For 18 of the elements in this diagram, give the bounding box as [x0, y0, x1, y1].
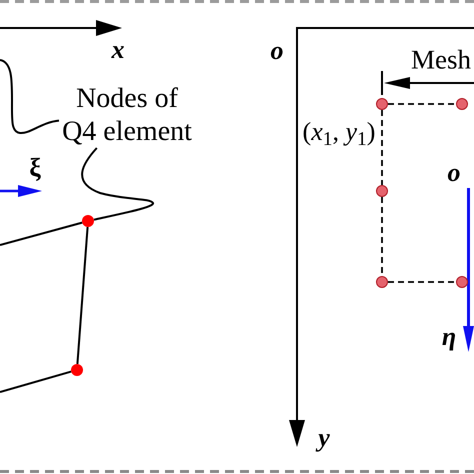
dimension-label: Mesh [411, 46, 471, 74]
dashed-mesh-line [381, 110, 383, 185]
callout-text: Nodes of Q4 element [59, 82, 195, 148]
element-edge-line [0, 370, 72, 393]
element-edge-line [76, 226, 89, 364]
axis-label: y [318, 425, 330, 451]
axis-label: ξ [29, 155, 41, 181]
dashed-mesh-line [388, 103, 456, 105]
leader-line [81, 147, 154, 221]
dashed-mesh-line [381, 197, 383, 276]
axis-label: η [442, 324, 456, 350]
origin-label: o [448, 160, 460, 186]
coordinate-label: (x$_{1}$, y$_{1}$) [302, 119, 376, 145]
element-edge-line [0, 222, 82, 246]
leader-line [0, 59, 60, 134]
dashed-mesh-line [388, 281, 456, 283]
origin-label: o [270, 38, 284, 64]
axis-label: x [112, 37, 124, 63]
